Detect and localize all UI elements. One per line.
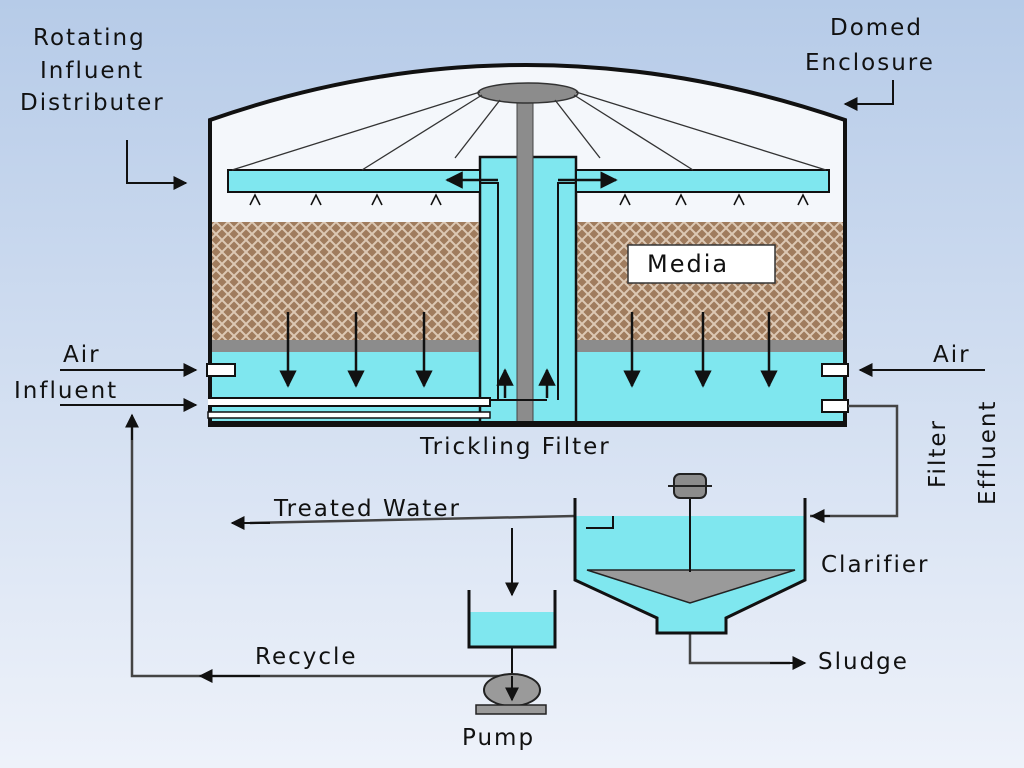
piping [130,404,899,678]
distributor-shaft [516,94,534,424]
label-distributer: Distributer [20,90,165,116]
distributor-hub [477,82,579,104]
air-port-left [206,363,236,377]
label-air-right: Air [933,342,971,368]
spray-nozzles [249,193,809,206]
media-label-box [627,244,776,284]
label-pump: Pump [462,725,535,751]
label-clarifier: Clarifier [821,552,929,578]
flow-arrows-down [279,312,778,388]
label-sludge: Sludge [818,649,909,675]
label-treated-water: Treated Water [273,496,461,522]
label-enclosure: Enclosure [805,50,935,76]
label-recycle: Recycle [255,644,358,670]
flow-arrows [60,80,985,683]
label-filter: Filter [925,419,951,488]
label-effluent: Effluent [975,400,1001,505]
media-label: Media [647,250,729,278]
clarifier [573,473,807,635]
pump [475,673,547,715]
trickling-filter-vessel: Media [206,63,849,427]
label-trickling-filter: Trickling Filter [419,434,611,460]
label-rotating: Rotating [33,25,146,51]
domed-enclosure-outline [208,63,847,425]
air-port-right-1 [821,363,849,377]
labels: Rotating Influent Distributer Domed Encl… [14,15,1001,751]
distributor-arm-left [227,169,481,193]
label-influent: Influent [14,378,118,404]
label-air-left: Air [63,342,101,368]
label-domed: Domed [830,15,923,41]
effluent-port [821,399,849,413]
flow-arrows-up [496,368,556,398]
support-rods [231,91,827,171]
label-influent-line: Influent [40,58,144,84]
recycle-tank [467,590,557,676]
influent-pipe [208,397,491,407]
